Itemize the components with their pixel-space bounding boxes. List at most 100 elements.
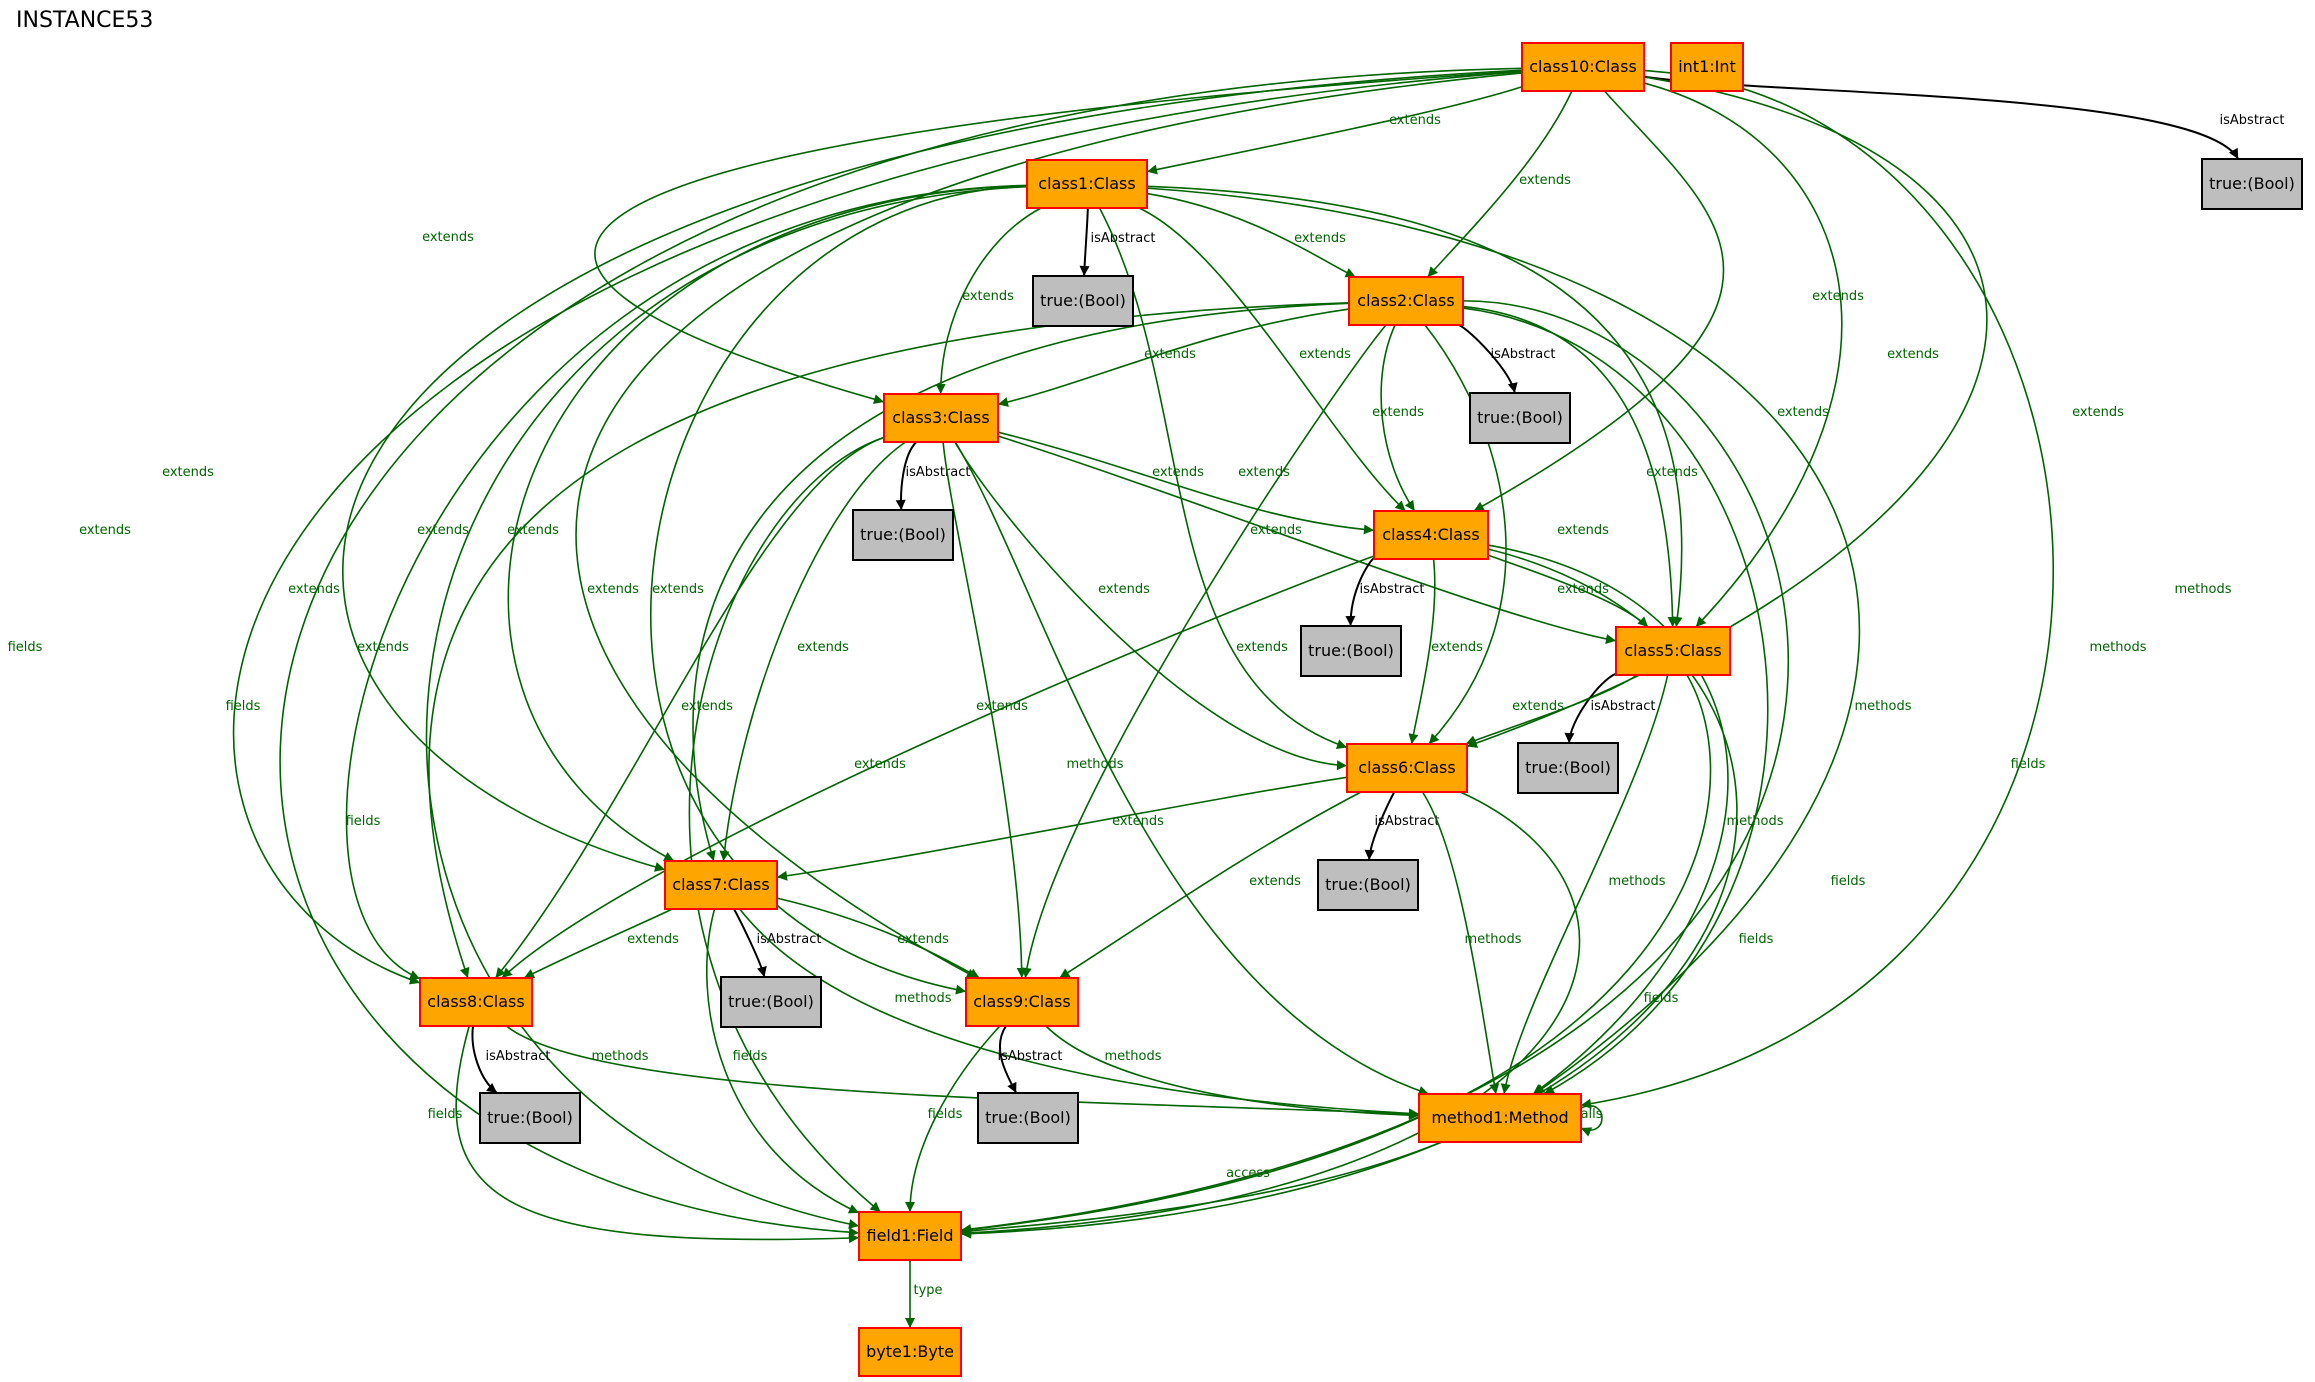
edge-line bbox=[1643, 82, 1843, 628]
object-node-box[interactable] bbox=[1670, 42, 1744, 92]
edge-line bbox=[960, 674, 1712, 1235]
edge-label: isAbstract bbox=[1091, 231, 1156, 246]
edge-line bbox=[1079, 207, 1090, 277]
edge-line bbox=[960, 1141, 1442, 1236]
edge-class2-class8: extends bbox=[357, 302, 1350, 979]
node-bool2[interactable]: true:(Bool) bbox=[1469, 392, 1571, 444]
node-bool6[interactable]: true:(Bool) bbox=[1317, 859, 1419, 911]
node-bool1[interactable]: true:(Bool) bbox=[1032, 275, 1134, 327]
node-bool4[interactable]: true:(Bool) bbox=[1300, 625, 1402, 677]
node-field1[interactable]: field1:Field bbox=[858, 1211, 962, 1261]
node-label: true:(Bool) bbox=[1525, 758, 1611, 777]
object-node-box[interactable] bbox=[1418, 1093, 1582, 1143]
object-node-box[interactable] bbox=[1521, 42, 1645, 92]
edge-line bbox=[1021, 324, 1387, 979]
node-bool5[interactable]: true:(Bool) bbox=[1517, 742, 1619, 794]
edge-line bbox=[997, 435, 1617, 644]
edge-class2-method1: methods bbox=[1462, 307, 1912, 1095]
value-node-box[interactable] bbox=[852, 509, 954, 561]
object-node-box[interactable] bbox=[1615, 626, 1731, 676]
edge-line bbox=[733, 908, 767, 978]
edge-label: extends bbox=[1294, 231, 1346, 246]
edge-label: fields bbox=[1644, 991, 1679, 1006]
node-label: method1:Method bbox=[1431, 1108, 1568, 1127]
object-node-box[interactable] bbox=[1026, 159, 1148, 209]
node-class2[interactable]: class2:Class bbox=[1348, 276, 1464, 326]
value-node-box[interactable] bbox=[1032, 275, 1134, 327]
node-class7[interactable]: class7:Class bbox=[664, 860, 778, 910]
edge-class2-class9: extends bbox=[1021, 324, 1387, 979]
object-node-box[interactable] bbox=[1373, 510, 1489, 560]
node-class8[interactable]: class8:Class bbox=[419, 977, 533, 1027]
object-node-box[interactable] bbox=[858, 1211, 962, 1261]
node-class1[interactable]: class1:Class bbox=[1026, 159, 1148, 209]
value-node-box[interactable] bbox=[720, 976, 822, 1028]
value-node-box[interactable] bbox=[1300, 625, 1402, 677]
edge-line bbox=[954, 441, 1430, 1096]
object-node-box[interactable] bbox=[1348, 276, 1464, 326]
node-class5[interactable]: class5:Class bbox=[1615, 626, 1731, 676]
node-class9[interactable]: class9:Class bbox=[965, 977, 1079, 1027]
node-label: class4:Class bbox=[1382, 525, 1479, 544]
edge-line bbox=[1146, 187, 1861, 1095]
node-bool8[interactable]: true:(Bool) bbox=[479, 1092, 581, 1144]
node-method1[interactable]: method1:Method bbox=[1418, 1093, 1582, 1143]
edge-label: isAbstract bbox=[998, 1049, 1063, 1064]
edge-label: isAbstract bbox=[757, 932, 822, 947]
edge-line bbox=[935, 207, 1042, 395]
node-class10[interactable]: class10:Class bbox=[1521, 42, 1645, 92]
node-bool3[interactable]: true:(Bool) bbox=[852, 509, 954, 561]
value-node-box[interactable] bbox=[1317, 859, 1419, 911]
node-class3[interactable]: class3:Class bbox=[883, 393, 999, 443]
value-node-box[interactable] bbox=[977, 1092, 1079, 1144]
object-node-box[interactable] bbox=[419, 977, 533, 1027]
node-label: true:(Bool) bbox=[860, 525, 946, 544]
edge-class8-field1: fields bbox=[428, 1025, 860, 1244]
edge-label: extends bbox=[897, 932, 949, 947]
node-label: class6:Class bbox=[1358, 758, 1455, 777]
edge-label: extends bbox=[79, 523, 131, 538]
edge-line bbox=[650, 185, 1028, 995]
value-node-box[interactable] bbox=[479, 1092, 581, 1144]
edge-line bbox=[999, 1025, 1018, 1094]
edge-label: extends bbox=[1238, 465, 1290, 480]
node-bool10[interactable]: true:(Bool) bbox=[2201, 158, 2303, 210]
node-bool7[interactable]: true:(Bool) bbox=[720, 976, 822, 1028]
object-node-box[interactable] bbox=[1346, 743, 1468, 793]
value-node-box[interactable] bbox=[1517, 742, 1619, 794]
edge-line bbox=[692, 302, 1350, 862]
node-byte1[interactable]: byte1:Byte bbox=[858, 1327, 962, 1377]
value-node-box[interactable] bbox=[2201, 158, 2303, 210]
edge-label: methods bbox=[1067, 757, 1124, 772]
node-label: byte1:Byte bbox=[866, 1342, 954, 1361]
edge-class1-class4: extends bbox=[1138, 207, 1407, 512]
edge-line bbox=[1146, 192, 1357, 278]
edge-label: extends bbox=[1557, 523, 1609, 538]
node-class4[interactable]: class4:Class bbox=[1373, 510, 1489, 560]
edge-class2-class4: extends bbox=[1372, 324, 1424, 512]
object-node-box[interactable] bbox=[858, 1327, 962, 1377]
node-int1[interactable]: int1:Int bbox=[1670, 42, 1744, 92]
edge-class7-method1: methods bbox=[739, 908, 1420, 1119]
edge-class10-class1: extends bbox=[1146, 85, 1523, 175]
edge-class2-bool2: isAbstract bbox=[1458, 324, 1555, 394]
edge-label: extends bbox=[1098, 582, 1150, 597]
value-node-box[interactable] bbox=[1469, 392, 1571, 444]
edge-line bbox=[960, 548, 1738, 1239]
node-class6[interactable]: class6:Class bbox=[1346, 743, 1468, 793]
edge-label: methods bbox=[592, 1049, 649, 1064]
edge-class4-class8: extends bbox=[501, 555, 1375, 979]
node-bool9[interactable]: true:(Bool) bbox=[977, 1092, 1079, 1144]
edge-class6-class9: extends bbox=[1059, 791, 1362, 979]
edge-class3-class7: extends bbox=[719, 441, 907, 862]
edge-class8-bool8: isAbstract bbox=[471, 1025, 550, 1094]
object-node-box[interactable] bbox=[965, 977, 1079, 1027]
edge-label: extends bbox=[1646, 465, 1698, 480]
object-node-box[interactable] bbox=[883, 393, 999, 443]
edge-line bbox=[425, 185, 1028, 1229]
node-label: true:(Bool) bbox=[1325, 875, 1411, 894]
object-node-box[interactable] bbox=[664, 860, 778, 910]
node-label: true:(Bool) bbox=[1308, 641, 1394, 660]
edge-label: extends bbox=[288, 582, 340, 597]
edge-line bbox=[705, 908, 860, 1214]
